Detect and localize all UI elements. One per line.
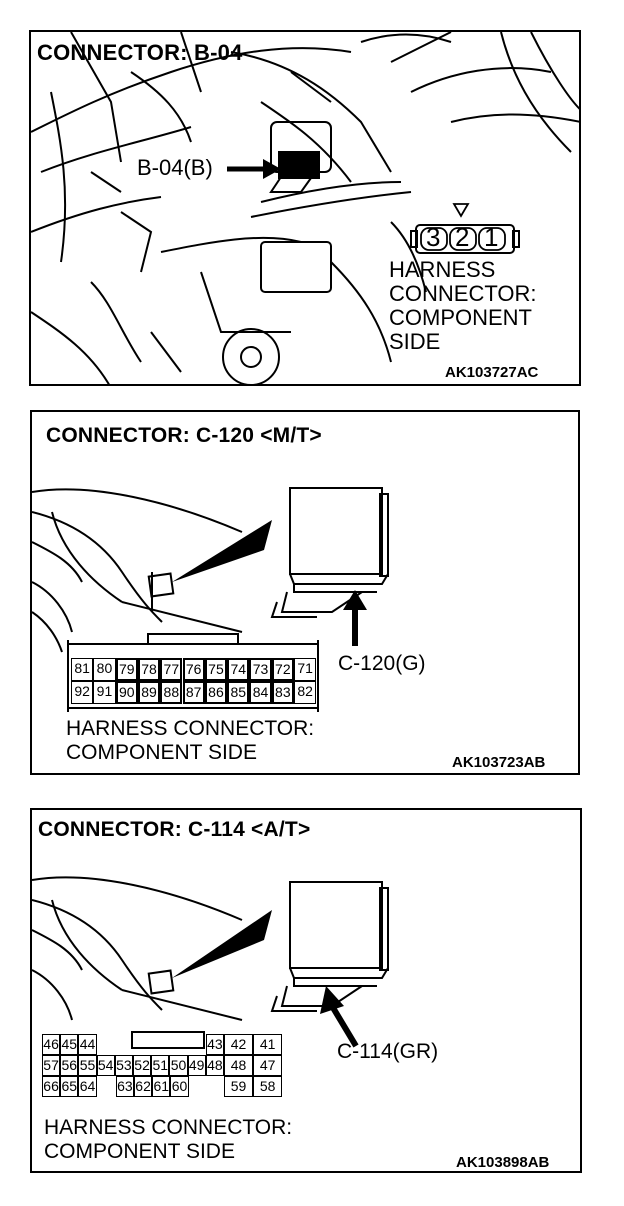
harness-label: HARNESS CONNECTOR: COMPONENT SIDE bbox=[44, 1116, 293, 1163]
dashboard-illustration bbox=[32, 487, 389, 712]
connector-pin: 74 bbox=[227, 658, 250, 681]
connector-pin: 55 bbox=[78, 1055, 97, 1076]
connector-pin: 48 bbox=[205, 1055, 224, 1076]
callout-label: C-114(GR) bbox=[337, 1040, 439, 1063]
figure-code: AK103898AB bbox=[456, 1154, 550, 1171]
panel-title: CONNECTOR: C-120 <M/T> bbox=[46, 424, 322, 447]
connector-pin: 42 bbox=[224, 1034, 254, 1055]
pin-label: 3 bbox=[426, 222, 441, 252]
connector-pin: 49 bbox=[187, 1055, 206, 1076]
connector-pin: 43 bbox=[205, 1034, 224, 1055]
connector-pin: 82 bbox=[294, 681, 317, 704]
callout-label: C-120(G) bbox=[338, 652, 426, 675]
connector-pin: 92 bbox=[71, 681, 94, 704]
pin-label: 2 bbox=[455, 222, 470, 252]
connector-pin: 77 bbox=[160, 658, 183, 681]
connector-pin: 85 bbox=[227, 681, 250, 704]
connector-pin: 81 bbox=[71, 658, 94, 681]
connector-pin: 86 bbox=[204, 681, 228, 704]
connector-pin: 80 bbox=[93, 658, 116, 681]
connector-pin: 63 bbox=[115, 1076, 134, 1097]
connector-pin: 83 bbox=[271, 681, 294, 704]
connector-pin: 66 bbox=[42, 1076, 61, 1097]
connector-pin: 84 bbox=[249, 681, 272, 704]
connector-pin: 53 bbox=[114, 1055, 133, 1076]
connector-pin: 72 bbox=[271, 658, 294, 681]
connector-pin: 59 bbox=[224, 1076, 254, 1097]
figure-code: AK103723AB bbox=[452, 754, 546, 771]
connector-pin: 64 bbox=[78, 1076, 97, 1097]
connector-pin: 54 bbox=[96, 1055, 115, 1076]
connector-pin: 50 bbox=[169, 1055, 188, 1076]
connector-pin: 48 bbox=[224, 1055, 254, 1076]
callout-label: B-04(B) bbox=[137, 155, 213, 180]
connector-pin: 79 bbox=[115, 658, 138, 681]
connector-pin: 44 bbox=[78, 1034, 97, 1055]
connector-pin: 65 bbox=[60, 1076, 79, 1097]
connector-pin: 61 bbox=[152, 1076, 171, 1097]
harness-label: HARNESS CONNECTOR: COMPONENT SIDE bbox=[66, 717, 315, 764]
connector-pin: 78 bbox=[137, 658, 161, 681]
connector-pin: 88 bbox=[160, 681, 183, 704]
connector-pin: 75 bbox=[204, 658, 228, 681]
panel-b04: CONNECTOR: B-04 B-04(B) 3 2 1 HARNESS CO… bbox=[29, 30, 581, 386]
dashboard-illustration bbox=[32, 876, 389, 1049]
connector-pin: 91 bbox=[93, 681, 116, 704]
connector-pin: 90 bbox=[115, 681, 138, 704]
connector-pin: 51 bbox=[151, 1055, 170, 1076]
connector-pin: 62 bbox=[134, 1076, 153, 1097]
connector-pin: 46 bbox=[42, 1034, 61, 1055]
connector-pin: 47 bbox=[253, 1055, 283, 1076]
panel-title: CONNECTOR: B-04 bbox=[37, 40, 243, 65]
connector-pin: 58 bbox=[253, 1076, 283, 1097]
figure-code: AK103727AC bbox=[445, 364, 539, 381]
pin-label: 1 bbox=[484, 222, 499, 252]
connector-pin: 71 bbox=[294, 658, 317, 681]
connector-pin: 73 bbox=[249, 658, 272, 681]
connector-pin: 41 bbox=[253, 1034, 283, 1055]
connector-pin: 45 bbox=[60, 1034, 79, 1055]
connector-pin: 87 bbox=[182, 681, 205, 704]
connector-pin: 57 bbox=[42, 1055, 61, 1076]
panel-title: CONNECTOR: C-114 <A/T> bbox=[38, 818, 311, 841]
connector-pin: 89 bbox=[137, 681, 161, 704]
harness-label: HARNESS CONNECTOR: COMPONENT SIDE bbox=[389, 257, 537, 354]
connector-pin: 60 bbox=[170, 1076, 189, 1097]
engine-bay-illustration bbox=[31, 32, 579, 384]
connector-pin: 76 bbox=[182, 658, 205, 681]
connector-pin: 52 bbox=[133, 1055, 152, 1076]
connector-pin: 56 bbox=[60, 1055, 79, 1076]
